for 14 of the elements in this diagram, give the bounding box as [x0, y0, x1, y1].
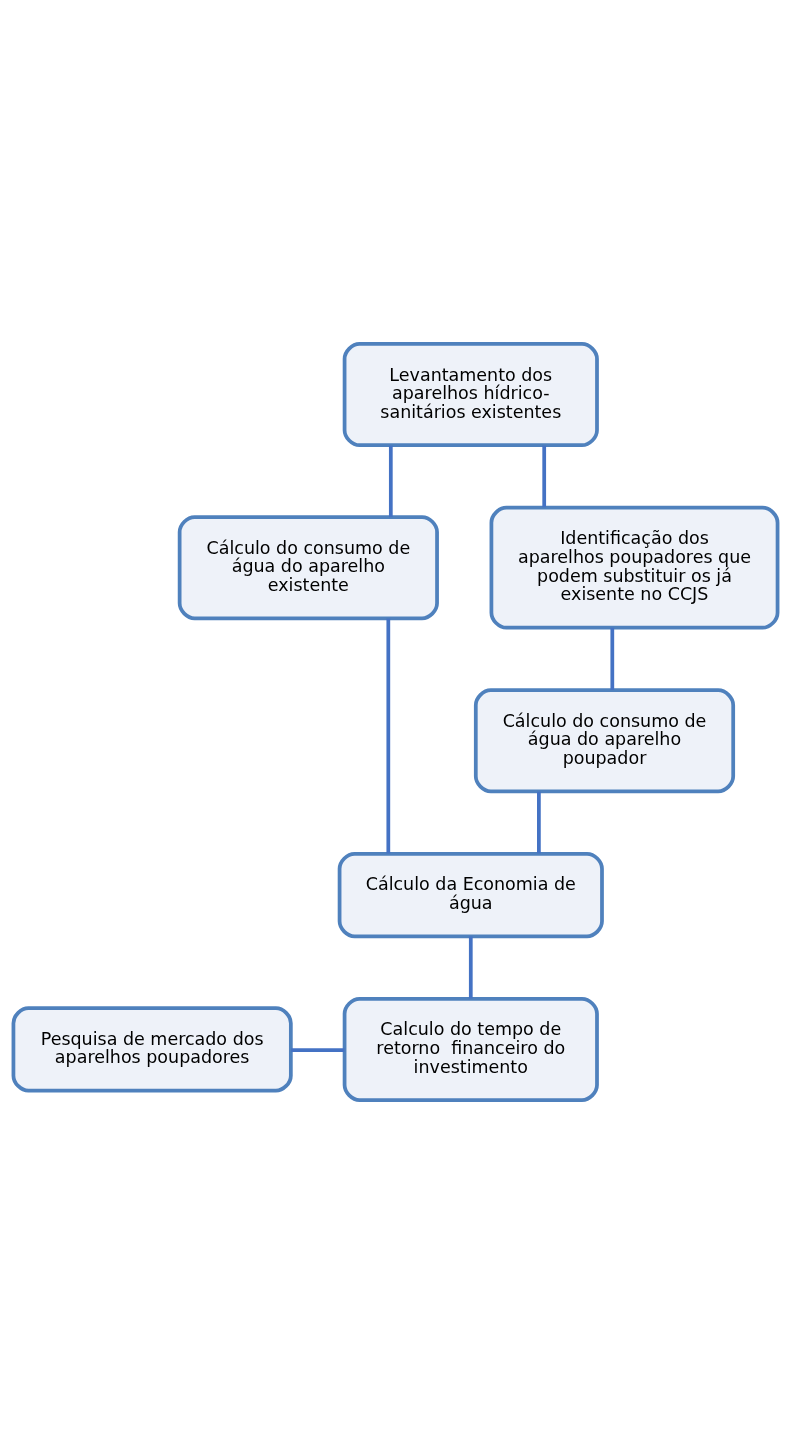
node-box: Cálculo do consumo de água do aparelho poupador: [473, 687, 736, 793]
connector: [537, 791, 541, 853]
connector: [542, 445, 547, 507]
connector: [468, 935, 473, 999]
connector: [388, 445, 393, 517]
node-box: Identificação dos aparelhos poupadores que podem substituir os já exisente no CCJS: [489, 505, 780, 630]
connector: [386, 617, 391, 853]
node-box: Levantamento dos aparelhos hídrico-sanitários existentes: [342, 341, 599, 447]
connector: [610, 627, 615, 690]
node-box: Pesquisa de mercado dos aparelhos poupadores: [11, 1005, 293, 1092]
node-box: Cálculo da Economia de água: [337, 851, 604, 938]
node-box: Cálculo do consumo de água do aparelho existente: [177, 514, 439, 620]
connector: [290, 1047, 345, 1052]
node-box: Calculo do tempo de retorno financeiro do investimento: [342, 996, 599, 1102]
